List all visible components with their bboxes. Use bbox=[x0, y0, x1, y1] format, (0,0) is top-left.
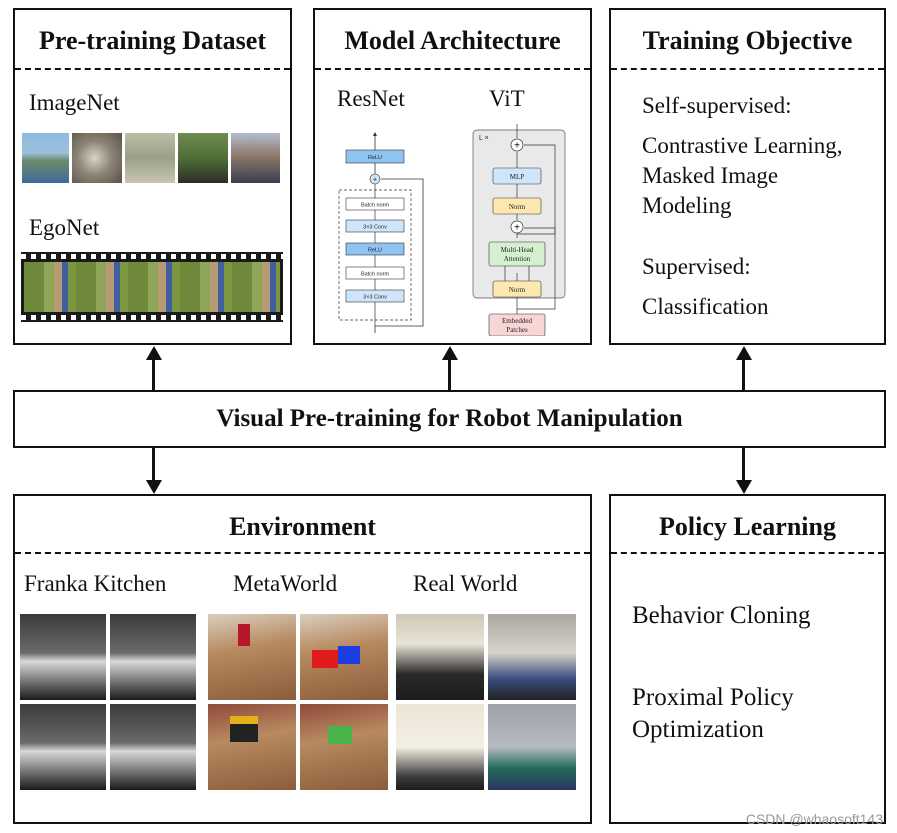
model-architecture-box: Model Architecture ResNet ViT + bbox=[313, 8, 592, 345]
vit-add-node-bottom bbox=[510, 220, 524, 234]
pretraining-dataset-box: Pre-training Dataset ImageNet EgoNet bbox=[13, 8, 292, 345]
svg-text:+: + bbox=[514, 223, 520, 234]
behavior-cloning-label: Behavior Cloning bbox=[632, 602, 811, 629]
arrow-up-dataset bbox=[152, 360, 155, 390]
arrow-up-objective-head bbox=[735, 346, 752, 360]
franka-kitchen-label: Franka Kitchen bbox=[24, 571, 167, 596]
svg-text:+: + bbox=[514, 141, 520, 152]
environment-title: Environment bbox=[229, 512, 376, 541]
divider bbox=[15, 552, 590, 554]
imagenet-photo-coast bbox=[22, 133, 69, 183]
resnet-skip-connection bbox=[374, 178, 424, 333]
real-world-frame-2 bbox=[488, 614, 576, 700]
arrow-up-architecture bbox=[448, 360, 451, 390]
arrow-down-policy-head bbox=[735, 480, 752, 494]
vit-embedded-text-1: Embedded bbox=[502, 317, 532, 325]
arrow-up-dataset-head bbox=[145, 346, 162, 360]
vit-diagram: L × + + MLP Norm Multi-Head Attention bbox=[472, 124, 566, 336]
vit-mlp-block bbox=[492, 167, 542, 185]
metaworld-frame-4 bbox=[300, 704, 388, 790]
divider bbox=[611, 552, 884, 554]
imagenet-label: ImageNet bbox=[29, 90, 120, 115]
egonet-film-strip bbox=[21, 252, 283, 322]
divider bbox=[15, 68, 290, 70]
arrow-up-architecture-head bbox=[441, 346, 458, 360]
resnet-text-relu-mid: ReLU bbox=[368, 248, 382, 254]
vit-mlp-text: MLP bbox=[510, 173, 525, 181]
model-architecture-title: Model Architecture bbox=[344, 26, 561, 55]
resnet-label: ResNet bbox=[337, 86, 405, 111]
watermark: CSDN @whaosoft143 bbox=[745, 811, 883, 827]
environment-box: Environment Franka Kitchen MetaWorld Rea… bbox=[13, 494, 592, 824]
svg-text:+: + bbox=[373, 177, 377, 184]
vit-embedded-text-2: Patches bbox=[506, 326, 528, 334]
vit-norm-top-block bbox=[492, 197, 542, 215]
ppo-line-2: Optimization bbox=[632, 716, 764, 743]
policy-learning-box: Policy Learning Behavior Cloning Proxima… bbox=[609, 494, 886, 824]
vit-add-node-top bbox=[510, 138, 524, 152]
resnet-text-conv-2: 3×3 Conv bbox=[363, 295, 387, 301]
franka-kitchen-frame-4 bbox=[110, 704, 196, 790]
imagenet-photo-dog bbox=[72, 133, 122, 183]
franka-kitchen-frame-3 bbox=[20, 704, 106, 790]
metaworld-frame-2 bbox=[300, 614, 388, 700]
resnet-text-relu-top: ReLU bbox=[368, 155, 382, 161]
divider bbox=[611, 68, 884, 70]
vit-embedded-patches-block bbox=[488, 313, 546, 336]
ssl-method-line-1: Contrastive Learning, bbox=[642, 133, 843, 158]
resnet-text-conv-1: 3×3 Conv bbox=[363, 225, 387, 231]
vit-layer-count: L × bbox=[479, 135, 489, 142]
vit-norm-bottom-text: Norm bbox=[509, 286, 526, 294]
classification-label: Classification bbox=[642, 294, 769, 319]
self-supervised-label: Self-supervised: bbox=[642, 93, 792, 118]
imagenet-photo-dogs bbox=[178, 133, 228, 183]
training-objective-title: Training Objective bbox=[642, 26, 853, 55]
resnet-text-batchnorm-1: Batch norm bbox=[361, 203, 390, 209]
center-banner-title: Visual Pre-training for Robot Manipulati… bbox=[216, 405, 683, 432]
egonet-label: EgoNet bbox=[29, 215, 100, 240]
real-world-frame-4 bbox=[488, 704, 576, 790]
vit-attention-text-2: Attention bbox=[504, 255, 531, 263]
vit-attention-block bbox=[488, 241, 546, 267]
divider bbox=[315, 68, 590, 70]
arrow-down-environment bbox=[152, 448, 155, 482]
imagenet-photo-people bbox=[231, 133, 280, 183]
vit-label: ViT bbox=[489, 86, 525, 111]
ppo-line-1: Proximal Policy bbox=[632, 684, 794, 711]
ssl-method-line-3: Modeling bbox=[642, 193, 732, 218]
arrow-up-objective bbox=[742, 360, 745, 390]
vit-attention-text-1: Multi-Head bbox=[501, 246, 534, 254]
franka-kitchen-frame-2 bbox=[110, 614, 196, 700]
supervised-label: Supervised: bbox=[642, 254, 751, 279]
real-world-frame-1 bbox=[396, 614, 484, 700]
imagenet-photo-goats bbox=[125, 133, 175, 183]
real-world-label: Real World bbox=[413, 571, 518, 596]
arrow-down-policy bbox=[742, 448, 745, 482]
policy-learning-title: Policy Learning bbox=[659, 512, 836, 541]
training-objective-box: Training Objective Self-supervised: Cont… bbox=[609, 8, 886, 345]
pretraining-dataset-title: Pre-training Dataset bbox=[39, 26, 266, 55]
real-world-frame-3 bbox=[396, 704, 484, 790]
ssl-method-line-2: Masked Image bbox=[642, 163, 779, 188]
arrow-down-environment-head bbox=[145, 480, 162, 494]
vit-norm-bottom-block bbox=[492, 280, 542, 298]
metaworld-frame-3 bbox=[208, 704, 296, 790]
resnet-text-batchnorm-2: Batch norm bbox=[361, 272, 390, 278]
vit-norm-top-text: Norm bbox=[509, 203, 526, 211]
center-banner: Visual Pre-training for Robot Manipulati… bbox=[13, 390, 886, 448]
franka-kitchen-frame-1 bbox=[20, 614, 106, 700]
metaworld-label: MetaWorld bbox=[233, 571, 338, 596]
resnet-diagram: + ReLU Batch norm 3×3 Conv ReLU Batch no… bbox=[338, 132, 424, 333]
metaworld-frame-1 bbox=[208, 614, 296, 700]
